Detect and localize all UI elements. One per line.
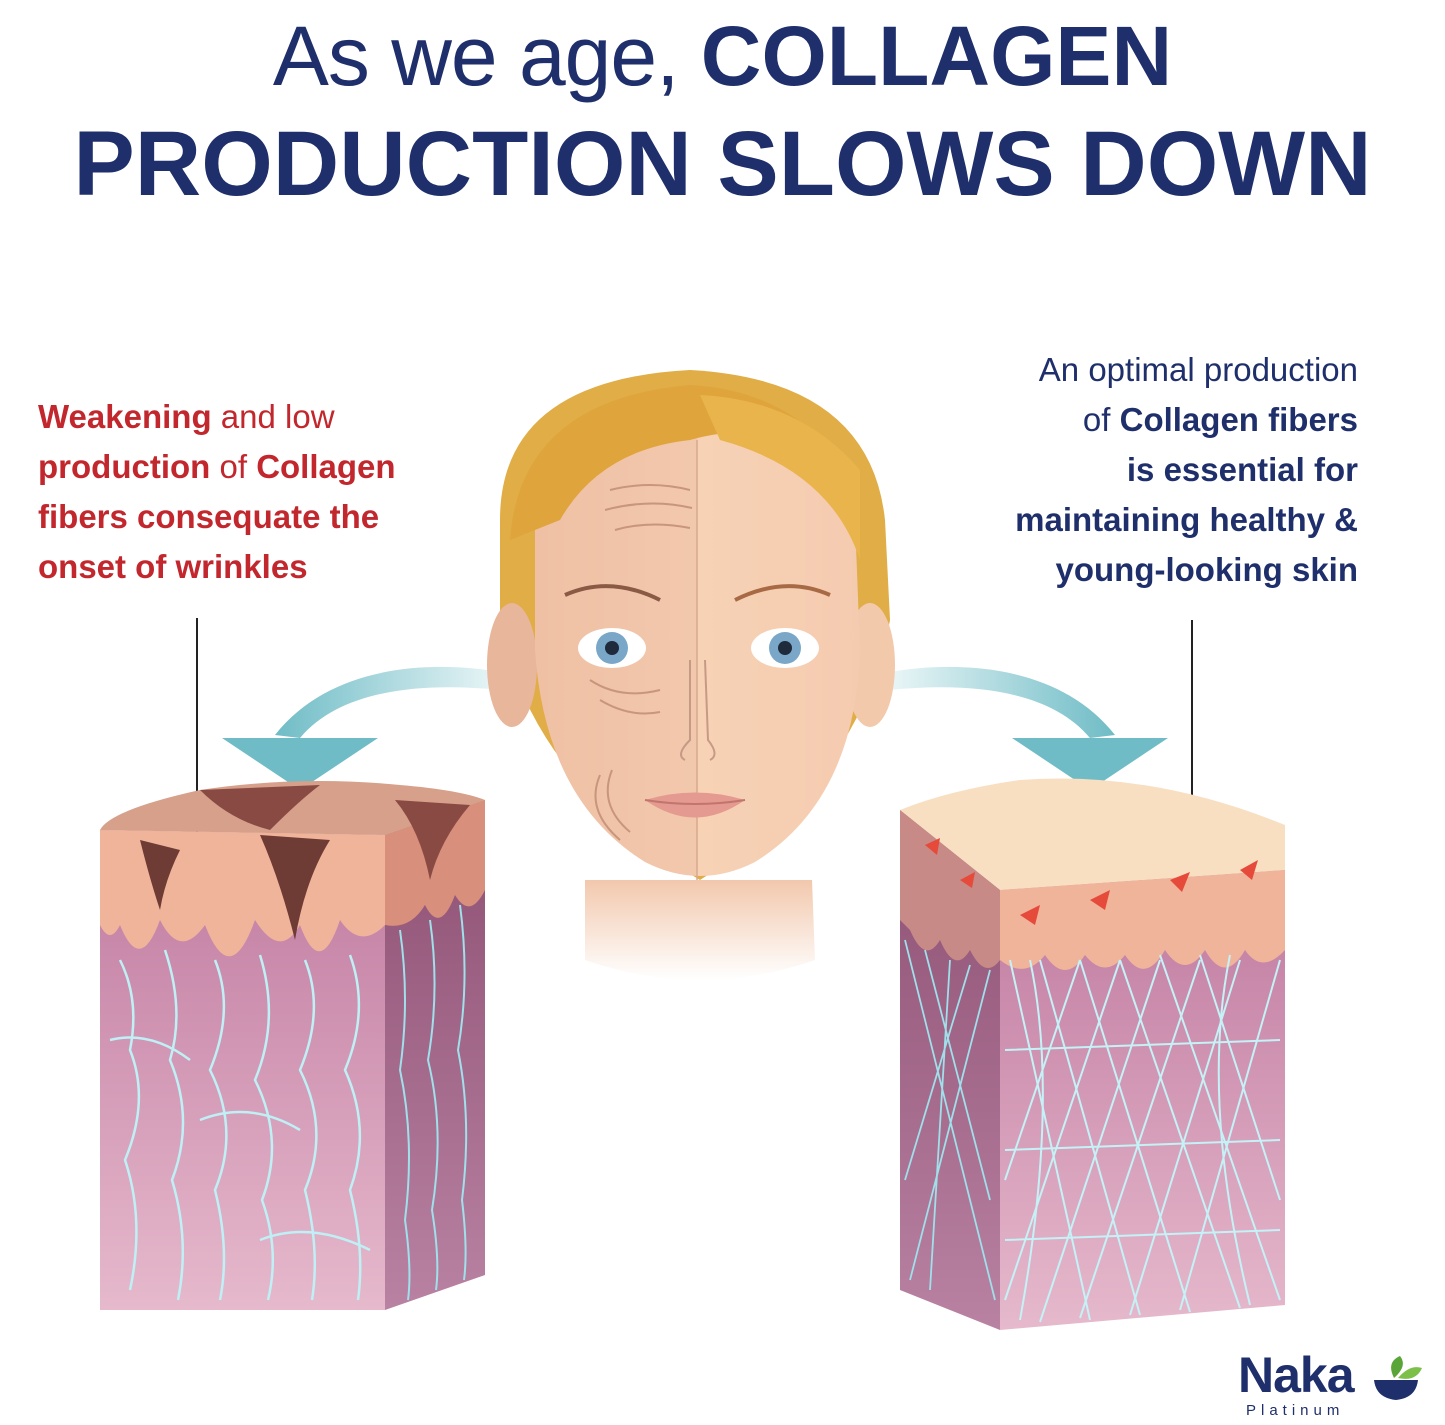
right-curved-arrow-icon <box>890 666 1168 790</box>
aged-skin-block <box>100 781 485 1310</box>
healthy-skin-block <box>900 778 1285 1330</box>
left-callout-onset: onset of wrinkles <box>38 548 308 585</box>
headline-line-2: PRODUCTION SLOWS DOWN <box>73 113 1372 215</box>
right-callout-collagen-fibers: Collagen fibers <box>1119 401 1358 438</box>
left-callout-collagen: Collagen <box>256 448 396 485</box>
right-callout-line-5: young-looking skin <box>1055 551 1359 588</box>
headline-light-text: As we age, <box>272 9 680 103</box>
right-callout-of: of <box>1082 401 1111 438</box>
logo-subtitle: Platinum <box>1246 1402 1345 1419</box>
naka-platinum-logo: Naka Platinum <box>1238 1346 1438 1421</box>
right-callout-line-4: maintaining healthy & <box>1015 501 1358 538</box>
right-callout-line-3: is essential for <box>1126 451 1358 488</box>
right-callout-line-1: An optimal production <box>1038 351 1358 388</box>
left-callout-fibers: fibers consequate the <box>38 498 380 535</box>
left-curved-arrow-icon <box>222 666 500 790</box>
left-callout-of: of <box>219 448 248 485</box>
right-callout: An optimal production of Collagen fibers… <box>900 345 1358 595</box>
headline-bold-text: COLLAGEN <box>700 9 1173 103</box>
face-illustration <box>487 370 895 980</box>
left-callout-production: production <box>38 448 211 485</box>
left-callout-weakening: Weakening <box>38 398 212 435</box>
left-callout: Weakening and low production of Collagen… <box>38 392 498 592</box>
left-callout-and-low: and low <box>220 398 335 435</box>
logo-name: Naka <box>1238 1347 1355 1403</box>
headline-line-1: As we age, COLLAGEN <box>0 8 1445 105</box>
mortar-leaf-icon <box>1374 1356 1422 1400</box>
